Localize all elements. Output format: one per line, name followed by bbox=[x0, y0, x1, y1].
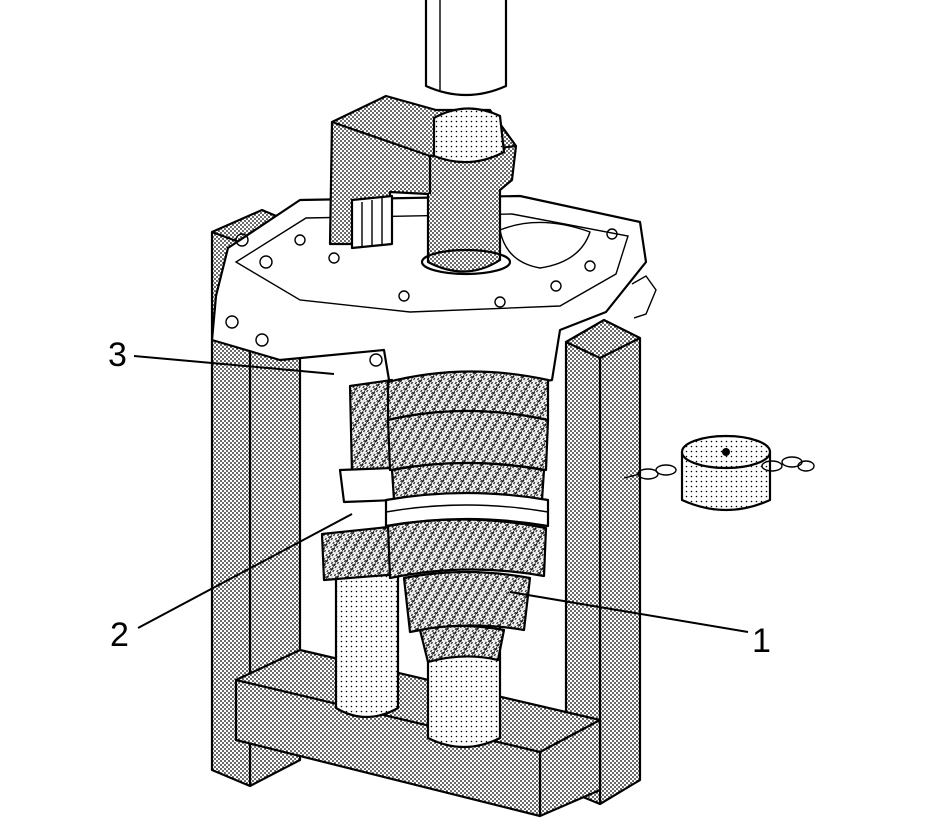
weight-with-chain-icon bbox=[623, 434, 815, 512]
callout-1: 1 bbox=[509, 591, 771, 660]
callout-label-3: 3 bbox=[108, 336, 127, 374]
callout-3: 3 bbox=[108, 336, 335, 375]
press-ram-icon bbox=[424, 0, 508, 97]
gear-cluster-icon bbox=[320, 370, 550, 664]
callout-label-1: 1 bbox=[752, 622, 771, 660]
press-adapter bbox=[328, 94, 518, 276]
callout-label-2: 2 bbox=[110, 616, 129, 654]
callout-2: 2 bbox=[110, 513, 353, 654]
